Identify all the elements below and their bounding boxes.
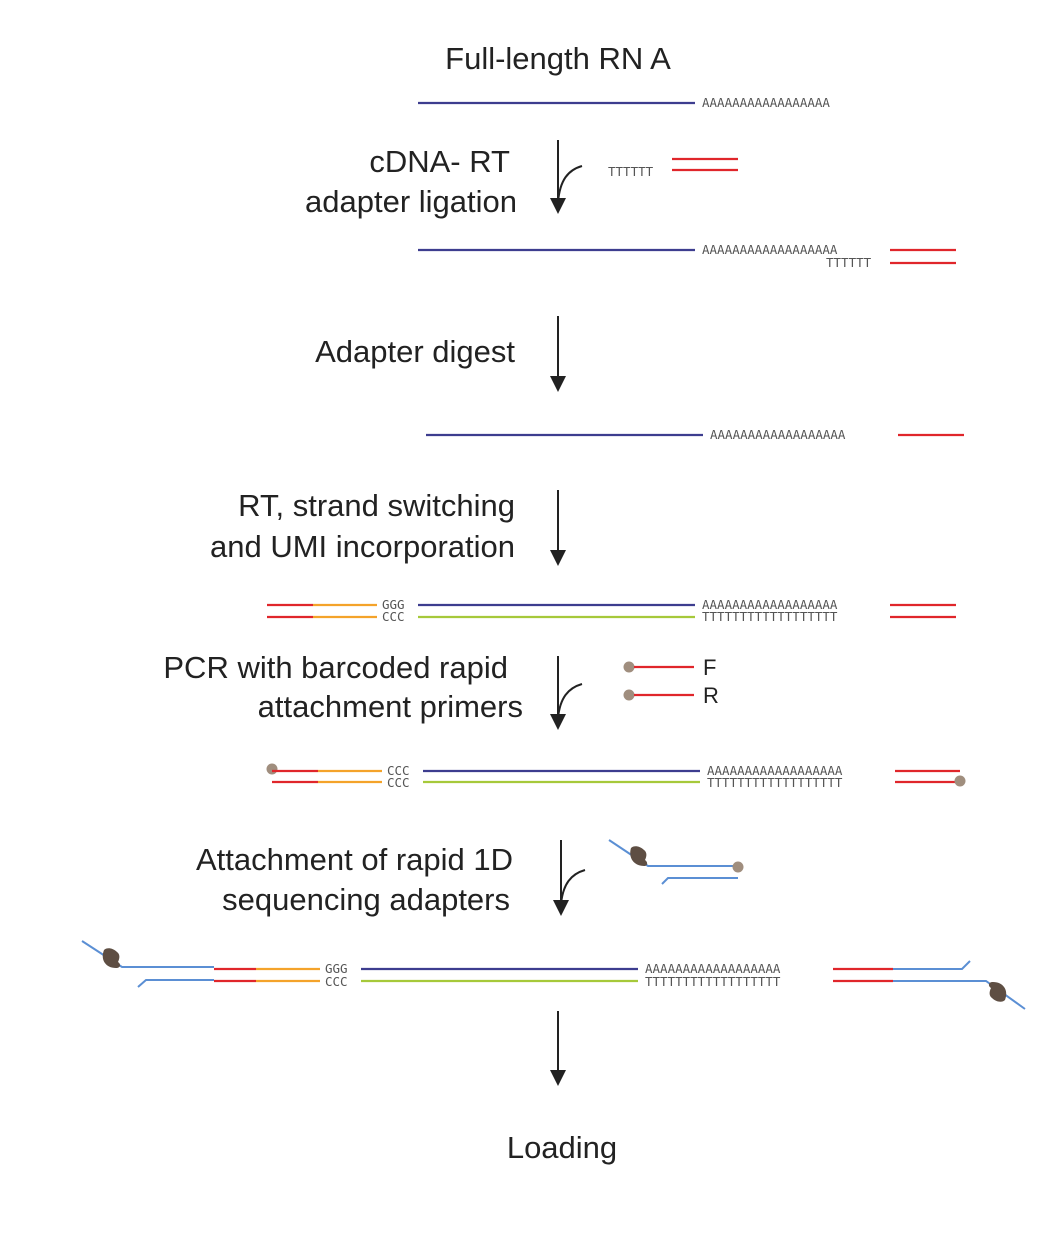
pcr-polyt: TTTTTTTTTTTTTTTTTT [707,775,843,790]
curved-arrow-icon [560,869,586,905]
ligated-polyt: TTTTTT [826,255,872,270]
final-polyt: TTTTTTTTTTTTTTTTTT [645,974,781,989]
step6-title-line1: Attachment of rapid 1D [196,842,513,877]
step5-title-line1: PCR with barcoded rapid [163,650,508,685]
bead-icon [623,689,635,701]
ligated-polya: AAAAAAAAAAAAAAAAAA [702,242,838,257]
motor-protein-icon [988,982,1007,1002]
bead-icon [954,775,966,787]
primer-forward: F [623,655,716,680]
curved-arrow-icon [557,683,583,719]
bead-icon [266,763,278,775]
final-ccc: CCC [325,974,348,989]
final-polya: AAAAAAAAAAAAAAAAAA [645,961,781,976]
arrow-down-icon [550,490,566,566]
arrow-down-icon [550,656,566,730]
step5-title-line2: attachment primers [258,689,523,724]
rt-adapter-polyt: TTTTTT [608,164,654,179]
polya-tail: AAAAAAAAAAAAAAAAA [702,95,830,110]
arrow-down-icon [550,1011,566,1086]
duplex-ggg: GGG [382,597,405,612]
step6-title-line2: sequencing adapters [222,882,510,917]
arrow-down-icon [550,140,566,214]
step2-title-line2: adapter ligation [305,184,517,219]
step2-title-line1: cDNA- RT [369,144,510,179]
arrow-down-icon [550,316,566,392]
step3-title: Adapter digest [315,334,515,369]
duplex-polya: AAAAAAAAAAAAAAAAAA [702,597,838,612]
digested-polya: AAAAAAAAAAAAAAAAAA [710,427,846,442]
final-ggg: GGG [325,961,348,976]
pcr-ccc: CCC [387,775,410,790]
pcr-ggg: CCC [387,763,410,778]
primer-reverse-label: R [703,683,719,708]
final-library: GGG AAAAAAAAAAAAAAAAAA CCC TTTTTTTTTTTTT… [81,940,1026,1010]
curved-arrow-icon [557,165,583,203]
pcr-polya: AAAAAAAAAAAAAAAAAA [707,763,843,778]
bead-icon [623,661,635,673]
step7-title: Loading [507,1130,617,1165]
step4-title-line2: and UMI incorporation [210,529,515,564]
primer-forward-label: F [703,655,716,680]
cdna-duplex: GGG AAAAAAAAAAAAAAAAAA CCC TTTTTTTTTTTTT… [267,597,956,624]
duplex-ccc: CCC [382,609,405,624]
duplex-polyt: TTTTTTTTTTTTTTTTTT [702,609,838,624]
bead-icon [732,861,744,873]
sequencing-adapter [608,839,744,885]
step1-title: Full-length RN A [445,41,671,76]
pcr-product: CCC AAAAAAAAAAAAAAAAAA CCC TTTTTTTTTTTTT… [266,763,966,790]
arrow-down-icon [553,840,569,916]
motor-protein-icon [102,948,121,968]
motor-protein-icon [630,846,648,866]
primer-reverse: R [623,683,719,708]
step4-title-line1: RT, strand switching [238,488,515,523]
